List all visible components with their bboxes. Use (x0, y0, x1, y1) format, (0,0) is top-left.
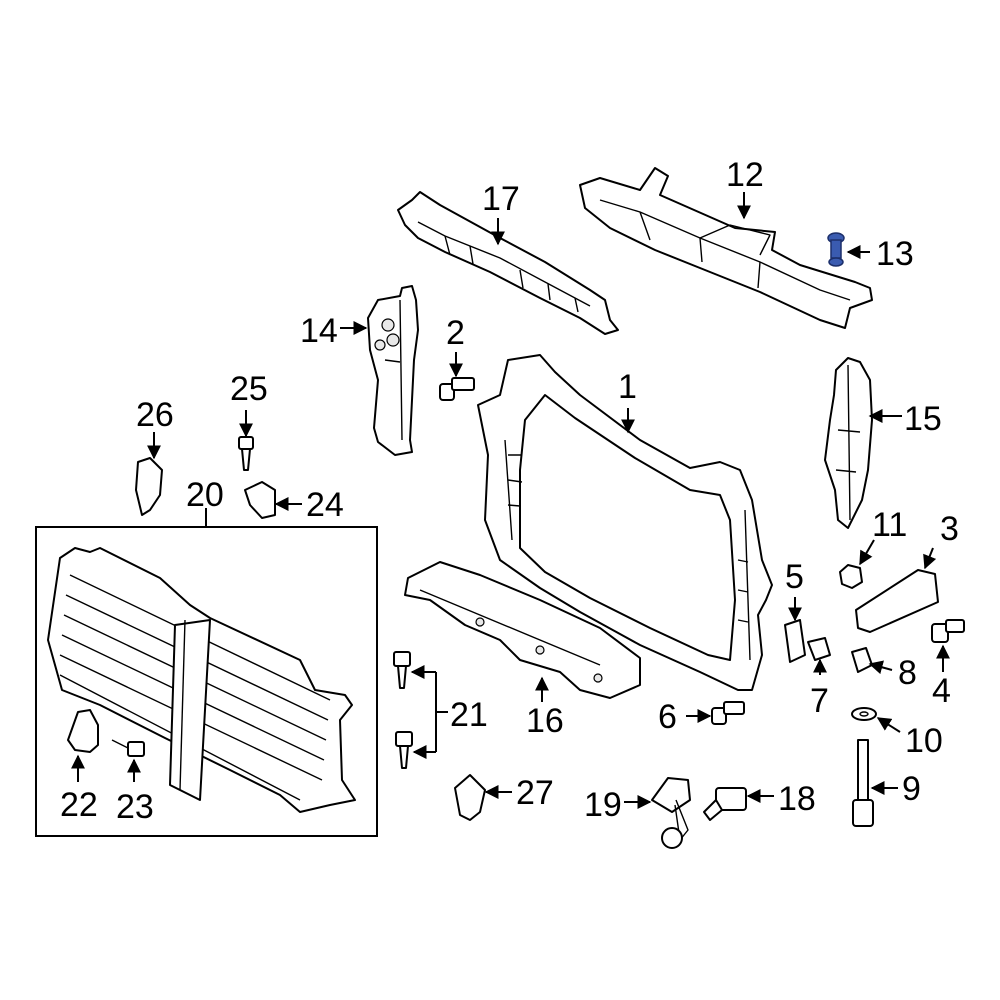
callout-4: 4 (932, 672, 951, 710)
bracket-3-part[interactable] (855, 569, 939, 633)
radiator-support-part[interactable] (477, 354, 773, 691)
bolt-4-part[interactable] (931, 619, 965, 643)
callout-10: 10 (905, 722, 943, 760)
bracket-7-part[interactable] (807, 637, 831, 661)
callout-12: 12 (726, 156, 764, 194)
bracket-5-part[interactable] (784, 619, 806, 663)
bracket-26-part[interactable] (135, 457, 163, 516)
upper-air-deflector-part[interactable] (397, 191, 619, 335)
callout-16: 16 (526, 702, 564, 740)
callout-5: 5 (785, 558, 804, 596)
nut-11-part[interactable] (839, 564, 863, 589)
callout-25: 25 (230, 370, 268, 408)
part-22[interactable] (67, 709, 99, 753)
callout-6: 6 (658, 698, 677, 736)
callout-18: 18 (778, 780, 816, 818)
switch-18-part[interactable] (703, 787, 747, 821)
bolt-6-part[interactable] (711, 701, 745, 725)
screws-21-part[interactable] (393, 651, 413, 769)
callout-20: 20 (186, 476, 224, 514)
clip-13-part[interactable] (827, 232, 845, 267)
lower-air-deflector-part[interactable] (404, 561, 641, 699)
callout-14: 14 (300, 312, 338, 350)
callout-1: 1 (618, 368, 637, 406)
shutter-assembly-part[interactable] (47, 547, 356, 813)
latch-cable-19-part[interactable] (651, 777, 691, 849)
callout-23: 23 (116, 788, 154, 826)
callout-24: 24 (306, 486, 344, 524)
callout-17: 17 (482, 180, 520, 218)
callout-27: 27 (516, 774, 554, 812)
callout-9: 9 (902, 770, 921, 808)
callout-15: 15 (904, 400, 942, 438)
clip-27-part[interactable] (454, 774, 486, 821)
screw-25-part[interactable] (238, 436, 254, 471)
bracket-8-part[interactable] (851, 647, 873, 673)
callout-21: 21 (450, 696, 488, 734)
upper-tie-bar-part[interactable] (579, 167, 873, 329)
leader-lines (71, 192, 950, 809)
callout-11: 11 (872, 506, 907, 544)
bolt-23-part[interactable] (111, 739, 145, 757)
callout-7: 7 (810, 682, 829, 720)
callout-13: 13 (876, 235, 914, 273)
callout-22: 22 (60, 786, 98, 824)
washer-10-part[interactable] (851, 707, 877, 721)
left-air-guide-part[interactable] (367, 285, 419, 456)
callout-8: 8 (898, 654, 917, 692)
callout-2: 2 (446, 314, 465, 352)
clip-24-part[interactable] (244, 481, 276, 519)
callout-26: 26 (136, 396, 174, 434)
right-air-guide-part[interactable] (824, 357, 873, 529)
long-bolt-9-part[interactable] (852, 739, 874, 827)
callout-3: 3 (940, 510, 959, 548)
callout-19: 19 (584, 786, 622, 824)
bolt-2-part[interactable] (439, 377, 475, 401)
